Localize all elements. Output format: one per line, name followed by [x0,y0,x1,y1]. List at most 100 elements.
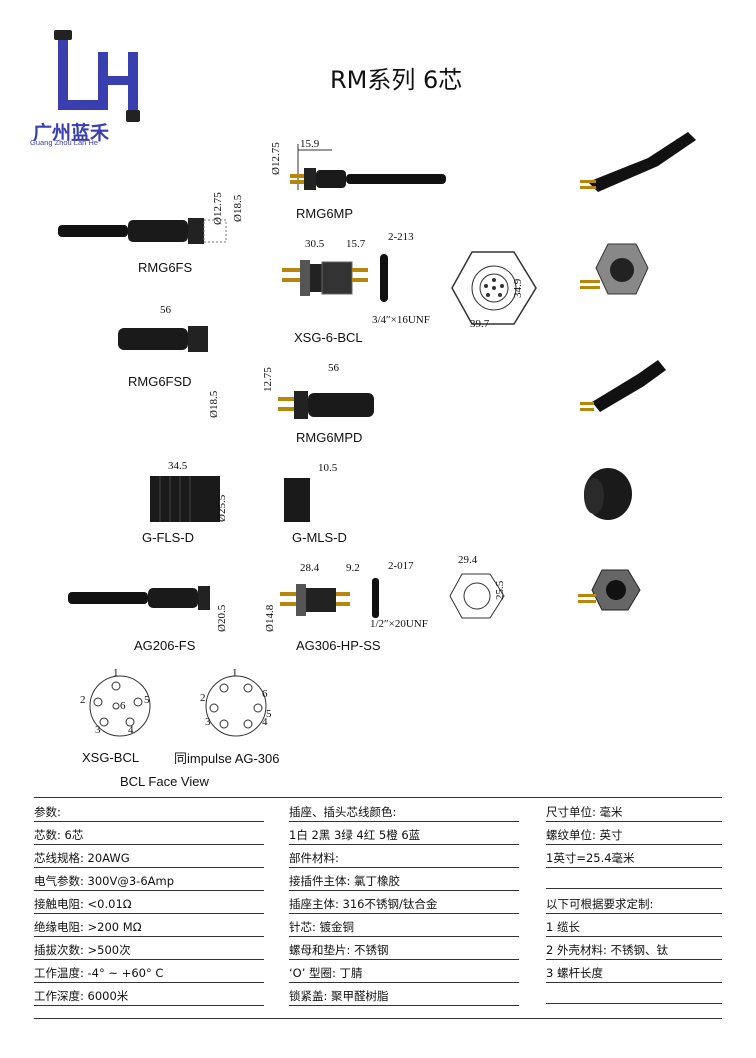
spec-row: 螺纹单位: 英寸 [546,827,722,845]
bcl-pin-3: 3 [95,724,101,736]
rmg6mpd-label: RMG6MPD [296,430,363,445]
spec-row: 2 外壳材料: 不锈钢、钛 [546,942,722,960]
ag206-dim-dia: Ø20.5 [216,604,228,632]
spec-row: 接触电阻: <0.01Ω [34,896,264,914]
small-hex-drawing [449,573,505,619]
gfls-drawing [150,476,220,522]
rmg6mpd-dim-length: 56 [328,362,339,374]
logo-brand-en: Guang Zhou Lan He [30,138,98,147]
ag306-dim-oring: 2-017 [388,560,414,572]
ag306-dim-a: 28.4 [300,562,320,574]
xsg6bcl-dim-b: 15.7 [346,238,366,250]
page-title: RM系列 6芯 [330,66,463,94]
spec-row: 1 缆长 [546,919,722,937]
ag306-dim-dia: Ø14.8 [264,604,276,632]
rmg6fsd-label: RMG6FSD [128,374,192,389]
spec-row: 接插件主体: 氯丁橡胶 [289,873,519,891]
bcl-pin-4: 4 [128,724,134,736]
rmg6mp-photo [580,132,696,192]
ag306-dim-thread: 1/2″×20UNF [370,618,428,630]
xsg6bcl-dim-thread: 3/4″×16UNF [372,314,430,326]
xsg6bcl-drawing [282,254,388,302]
spec-row: ‘O’ 型圈: 丁腈 [289,965,519,983]
hex-view-drawing [451,251,537,325]
impulse-face-view [205,675,267,737]
spec-row: 芯线规格: 20AWG [34,850,264,868]
impulse-face-label: 同impulse AG-306 [174,751,280,766]
rmg6fsd-drawing [118,326,208,352]
spec-row: 3 螺杆长度 [546,965,722,983]
impulse-pin-5: 5 [266,708,272,720]
spec-row: 电气参数: 300V@3-6Amp [34,873,264,891]
ag306-dim-b: 9.2 [346,562,360,574]
small-hex-dim-height: 25.5 [494,580,506,600]
spec-row: 针芯: 镀金铜 [289,919,519,937]
xsg6bcl-dim-a: 30.5 [305,238,325,250]
rmg6mpd-dim-dia: 12.75 [262,367,274,392]
spec-bottom-rule [34,1018,722,1019]
ag206-label: AG206-FS [134,638,196,653]
impulse-pin-3: 3 [205,716,211,728]
rmg6mp-dim-dia: Ø12.75 [270,142,282,175]
bcl-pin-1: 1 [113,667,119,679]
spec-row: 部件材料: [289,850,519,868]
impulse-pin-4: 4 [262,716,268,728]
face-view-caption: BCL Face View [120,774,209,789]
spec-row: 1白 2黑 3绿 4红 5橙 6蓝 [289,827,519,845]
bcl-pin-5: 5 [144,694,150,706]
spec-row: 尺寸单位: 毫米 [546,804,722,822]
rmg6mpd-photo [580,360,666,412]
spec-row: 绝缘电阻: >200 MΩ [34,919,264,937]
rmg6mpd-drawing [278,391,374,419]
gmls-label: G-MLS-D [292,530,347,545]
rmg6mp-label: RMG6MP [296,206,354,221]
spec-row: 芯数: 6芯 [34,827,264,845]
rmg6fsd-dim-dia: Ø18.5 [208,390,220,418]
hex-view-dim-width: 39.7 [470,318,490,330]
rmg6fs-drawing [58,218,227,244]
bcl-pin-6: 6 [120,700,126,712]
rmg6mp-drawing [290,144,446,190]
ag306-label: AG306-HP-SS [296,638,381,653]
ag306-photo [578,569,641,611]
spec-row: 插座、插头芯线颜色: [289,804,519,822]
impulse-pin-2: 2 [200,692,206,704]
spec-row: 锁紧盖: 聚甲醛树脂 [289,988,519,1006]
spec-row [546,873,722,889]
xsg6bcl-dim-oring: 2-213 [388,231,414,243]
gfls-photo [584,468,632,520]
spec-row [546,988,722,1004]
xsg6bcl-photo [580,243,649,295]
ag306-drawing [280,578,379,618]
xsg6bcl-label: XSG-6-BCL [294,330,363,345]
spec-row: 工作深度: 6000米 [34,988,264,1006]
rmg6mp-dim-length: 15.9 [300,138,320,150]
ag206-drawing [68,586,210,610]
rmg6fs-dim-outer: Ø18.5 [232,194,244,222]
spec-row: 插拔次数: >500次 [34,942,264,960]
impulse-pin-6: 6 [262,688,268,700]
company-logo [54,30,140,122]
spec-row: 工作温度: -4° ~ +60° C [34,965,264,983]
rmg6fs-label: RMG6FS [138,260,193,275]
gfls-label: G-FLS-D [142,530,194,545]
gmls-drawing [284,478,310,522]
gfls-dim-length: 34.5 [168,460,188,472]
hex-view-dim-height: 34.9 [512,278,524,298]
spec-row: 1英寸=25.4毫米 [546,850,722,868]
spec-row: 参数: [34,804,264,822]
spec-row: 以下可根据要求定制: [546,896,722,914]
impulse-pin-1: 1 [232,667,238,679]
spec-row: 插座主体: 316不锈钢/钛合金 [289,896,519,914]
logo-brand-cn: 广州蓝禾 [33,122,110,144]
spec-top-rule [34,797,722,798]
gfls-dim-dia: Ø25.5 [216,494,228,522]
bcl-face-label: XSG-BCL [82,750,140,765]
bcl-pin-2: 2 [80,694,86,706]
rmg6fsd-dim-length: 56 [160,304,171,316]
spec-row: 螺母和垫片: 不锈钢 [289,942,519,960]
bcl-face-view [89,675,151,737]
small-hex-dim-width: 29.4 [458,554,478,566]
gmls-dim-length: 10.5 [318,462,338,474]
rmg6fs-dim-inner: Ø12.75 [212,192,224,225]
